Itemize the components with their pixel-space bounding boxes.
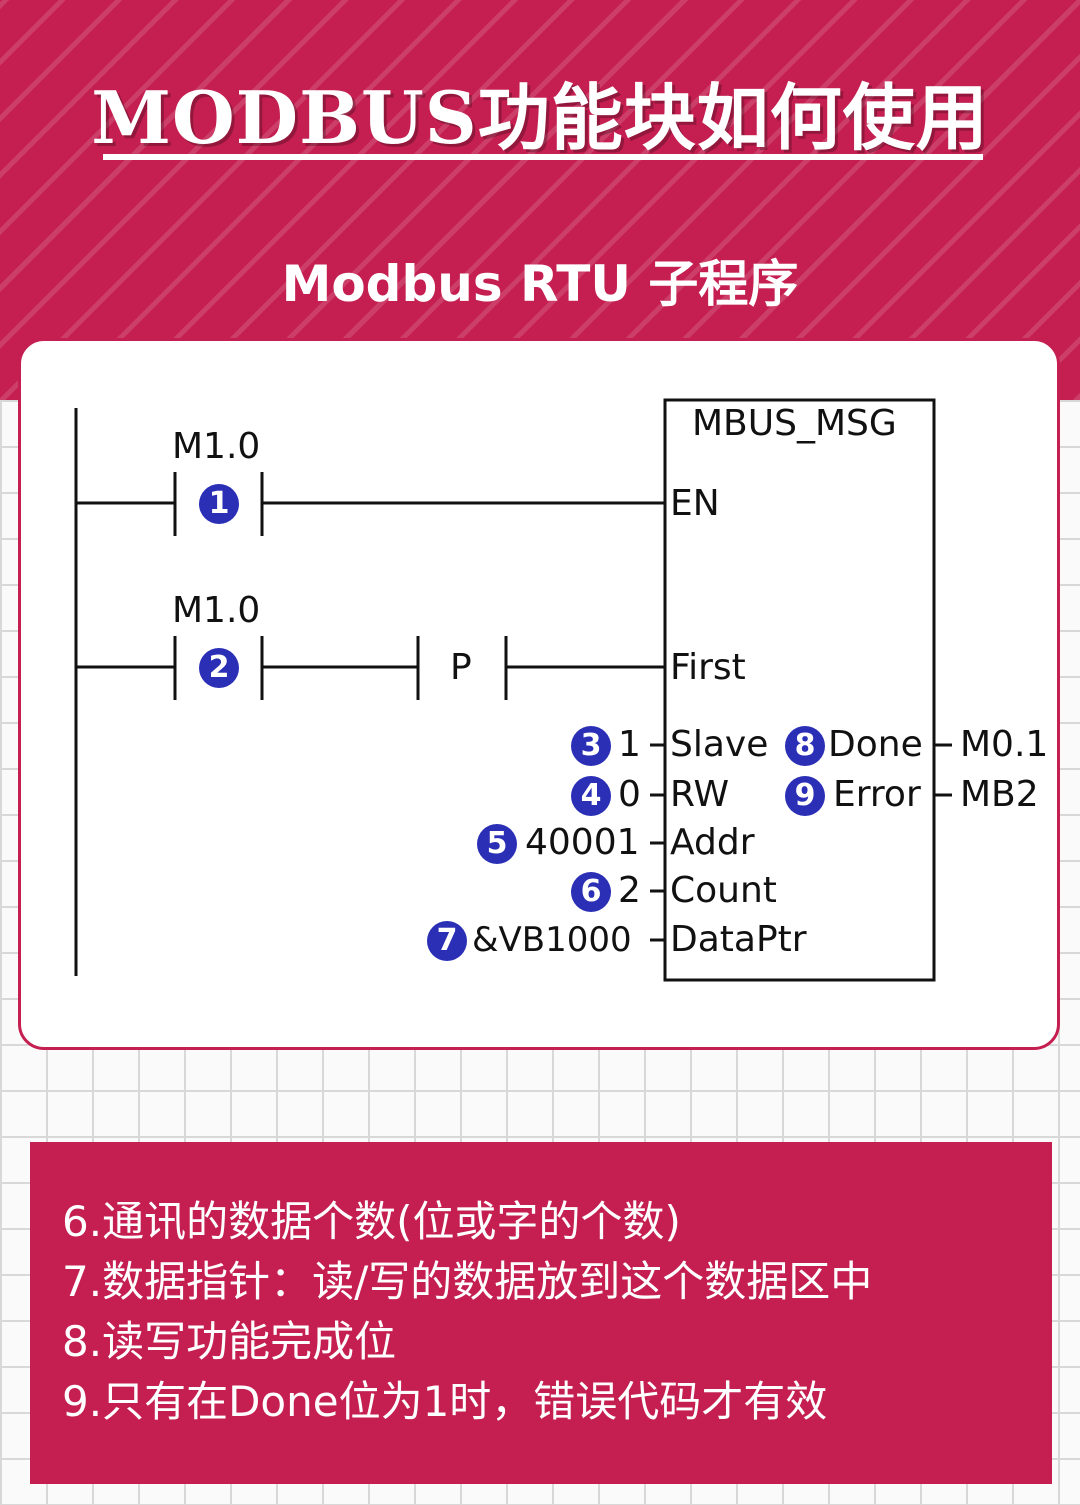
notes-panel	[30, 1142, 1052, 1484]
error-badge: 9	[785, 776, 825, 816]
rw-value: 0	[618, 774, 641, 815]
addr-pin: Addr	[670, 822, 755, 863]
contact1-badge: 1	[199, 484, 239, 524]
count-value: 2	[618, 870, 641, 911]
block-name: MBUS_MSG	[692, 403, 897, 444]
rw-pin: RW	[670, 774, 730, 815]
contact2-badge: 2	[199, 648, 239, 688]
contact2-address: M1.0	[172, 590, 261, 631]
done-value: M0.1	[960, 724, 1049, 765]
error-value: MB2	[960, 774, 1039, 815]
ladder-diagram-card	[18, 338, 1060, 1050]
slave-value: 1	[618, 724, 641, 765]
page-subtitle: Modbus RTU 子程序	[281, 255, 799, 313]
count-badge: 6	[571, 872, 611, 912]
block-pin-first: First	[670, 647, 746, 688]
slave-badge: 3	[571, 726, 611, 766]
contact1-address: M1.0	[172, 426, 261, 467]
page-title: MODBUS功能块如何使用	[91, 75, 989, 160]
note-9: 9.只有在Done位为1时，错误代码才有效	[62, 1377, 828, 1426]
block-pin-en: EN	[670, 483, 720, 524]
note-6: 6.通讯的数据个数(位或字的个数)	[62, 1197, 681, 1246]
edge-contact-label: P	[450, 647, 472, 688]
header-banner	[0, 0, 1080, 400]
function-block-box	[663, 398, 936, 982]
title-underline	[103, 154, 983, 160]
dataptr-value: &VB1000	[472, 920, 632, 960]
dataptr-pin: DataPtr	[670, 919, 807, 960]
error-pin: Error	[833, 774, 921, 815]
done-badge: 8	[785, 726, 825, 766]
count-pin: Count	[670, 870, 777, 911]
ladder-diagram-lines	[74, 398, 952, 982]
note-7: 7.数据指针：读/写的数据放到这个数据区中	[62, 1257, 873, 1306]
done-pin: Done	[828, 724, 923, 765]
dataptr-badge: 7	[427, 921, 467, 961]
slave-pin: Slave	[670, 724, 769, 765]
addr-value: 40001	[525, 822, 640, 863]
rw-badge: 4	[571, 776, 611, 816]
addr-badge: 5	[477, 824, 517, 864]
note-8: 8.读写功能完成位	[62, 1317, 397, 1366]
